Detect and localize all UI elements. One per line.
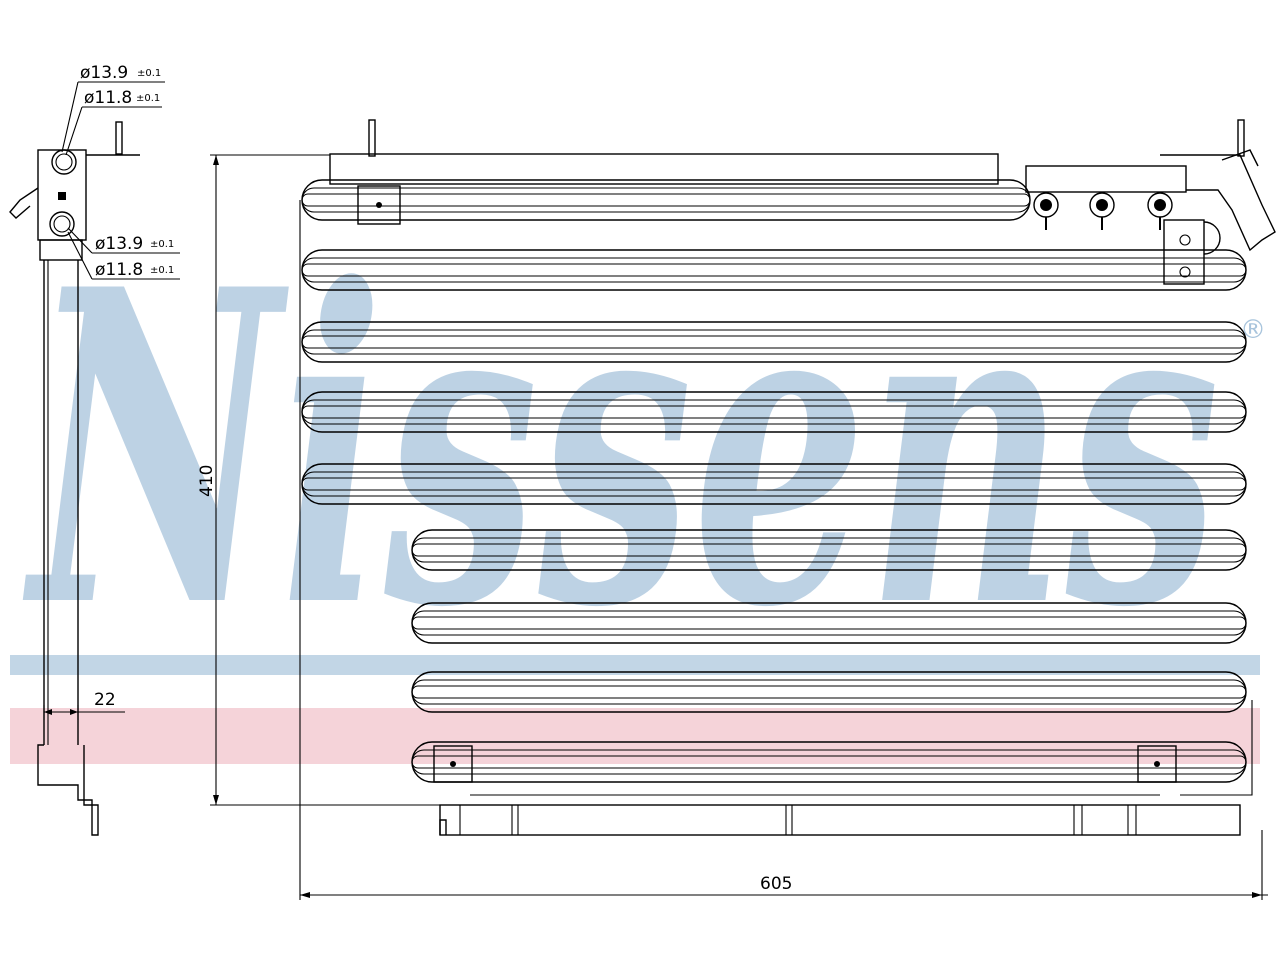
tube-pass xyxy=(301,321,1247,363)
port-upper-outer-label: ø13.9 xyxy=(80,63,128,83)
manifold-block xyxy=(1025,165,1187,193)
height-dimension-label: 410 xyxy=(197,465,217,497)
port-upper-outer-tol: ±0.1 xyxy=(137,68,161,79)
tube-pass xyxy=(411,685,1247,699)
height-dimension: 410 xyxy=(197,154,440,806)
watermark-registered: ® xyxy=(1240,315,1266,345)
port-upper-inner-label: ø11.8 xyxy=(84,88,132,108)
port-lower-inner-label: ø11.8 xyxy=(95,260,143,280)
fitting-icon xyxy=(1147,192,1173,230)
bottom-left-bracket xyxy=(433,745,473,783)
tube-pass xyxy=(301,179,1031,221)
top-assembly xyxy=(329,119,1276,285)
tube-pass xyxy=(301,477,1247,491)
port-lower-outer-label: ø13.9 xyxy=(95,234,143,254)
right-bracket xyxy=(1163,219,1205,285)
watermark-band-pink xyxy=(10,708,1260,764)
tube-pass xyxy=(411,537,1247,563)
depth-dimension: 22 xyxy=(43,690,125,720)
tube-pass xyxy=(301,335,1247,349)
port-upper-icon xyxy=(51,149,77,175)
tube-pass xyxy=(301,463,1247,505)
tube-pass xyxy=(411,529,1247,571)
tube-pass xyxy=(301,263,1247,277)
tube-pass xyxy=(411,616,1247,630)
tube-pass xyxy=(411,610,1247,636)
tube-pass xyxy=(411,741,1247,783)
tube-pass xyxy=(301,257,1247,283)
tube-pass xyxy=(301,399,1247,425)
fitting-icon xyxy=(1033,192,1059,230)
tube-pass xyxy=(411,602,1247,644)
fitting-icon xyxy=(1089,192,1115,230)
port-lower-outer-tol: ±0.1 xyxy=(150,239,174,250)
tube-pass xyxy=(301,391,1247,433)
port-lower-icon xyxy=(49,211,75,237)
tube-pass xyxy=(411,543,1247,557)
watermark-band-blue xyxy=(10,655,1260,675)
port-labels: ø13.9 ±0.1 ø11.8 ±0.1 ø13.9 ±0.1 ø11.8 ±… xyxy=(61,63,180,280)
depth-dimension-label: 22 xyxy=(94,690,116,710)
port-lower-inner-tol: ±0.1 xyxy=(150,265,174,276)
condenser-core xyxy=(301,179,1253,796)
tube-pass xyxy=(301,329,1247,355)
tube-pass xyxy=(411,755,1247,769)
width-dimension-label: 605 xyxy=(760,874,792,894)
return-line xyxy=(470,700,1253,796)
tube-pass xyxy=(411,671,1247,713)
watermark: Nissens ® xyxy=(10,197,1266,764)
top-left-bracket xyxy=(357,185,401,225)
width-dimension: 605 xyxy=(299,200,1268,900)
watermark-text: Nissens xyxy=(21,197,1220,702)
bottom-frame xyxy=(433,745,1241,836)
tube-pass xyxy=(301,405,1247,419)
tube-pass xyxy=(301,193,1031,207)
tube-pass xyxy=(411,679,1247,705)
port-upper-inner-tol: ±0.1 xyxy=(136,93,160,104)
bottom-right-bracket xyxy=(1137,745,1177,783)
tube-pass xyxy=(301,471,1247,497)
side-view xyxy=(9,121,140,836)
tube-pass xyxy=(301,249,1247,291)
tube-pass xyxy=(411,749,1247,775)
